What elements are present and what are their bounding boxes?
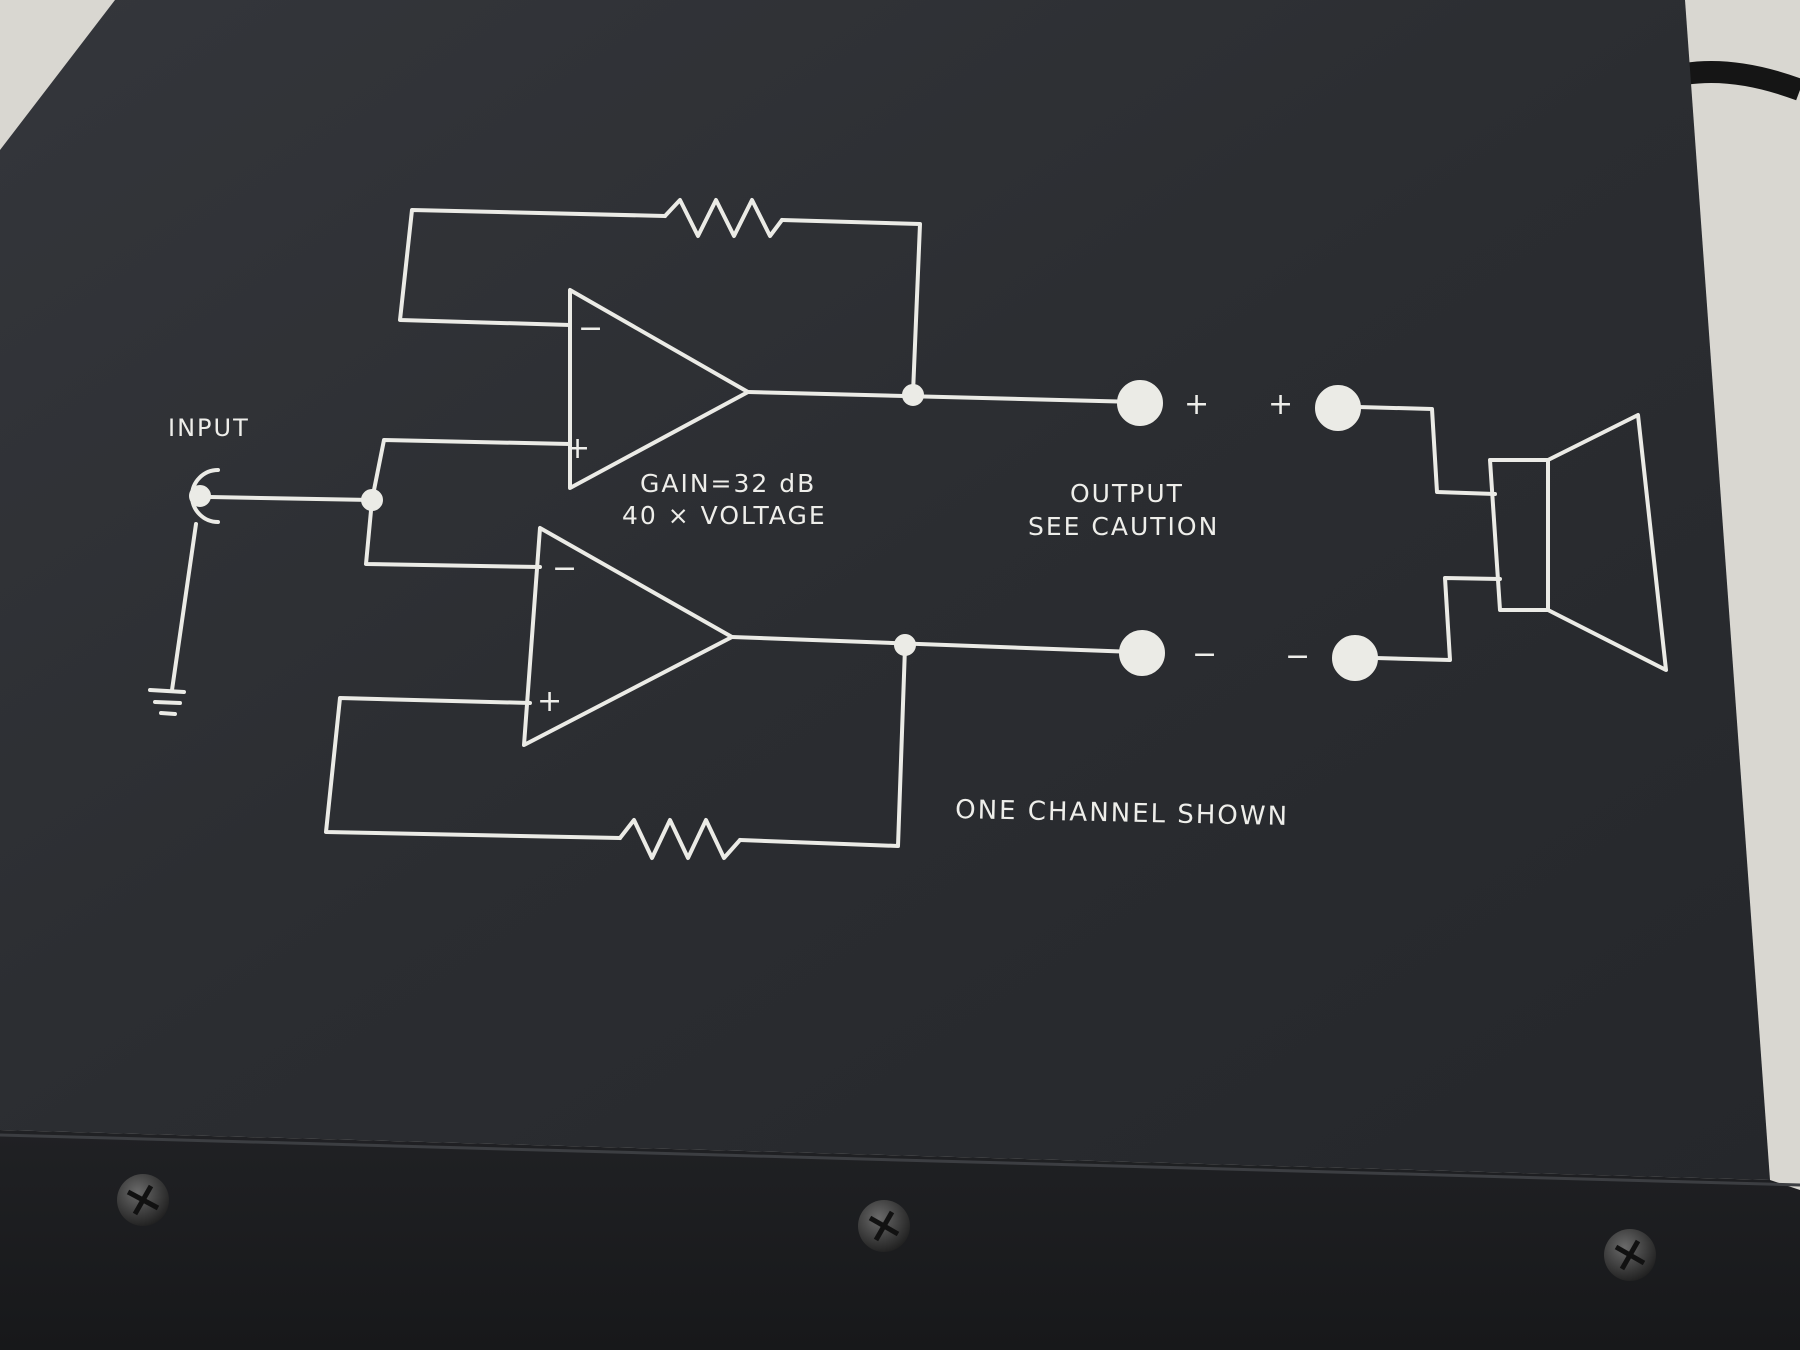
lower-output-wire [730, 635, 1137, 654]
lower-plus-marker: + [537, 684, 564, 719]
upper-feedback-wire-left [398, 208, 667, 327]
minus-sign-left: − [1192, 637, 1219, 672]
bridge-amplifier-schematic [148, 198, 1668, 860]
caution-label: SEE CAUTION [1028, 512, 1219, 541]
minus-sign-right: − [1285, 639, 1312, 674]
upper-noninverting-wire [370, 438, 572, 502]
upper-amplifier-icon [568, 288, 750, 490]
ground-icon [148, 688, 186, 716]
upper-feedback-resistor-icon [663, 198, 784, 238]
upper-minus-marker: − [578, 311, 605, 346]
lower-feedback-wire-right [738, 645, 907, 848]
input-wire [208, 495, 374, 502]
screw-middle [858, 1200, 910, 1252]
output-post-minus-amp [1119, 630, 1165, 676]
screw-right [1604, 1229, 1656, 1281]
speaker-icon [1488, 413, 1668, 672]
plus-sign-left: + [1184, 387, 1211, 422]
lower-feedback-wire-left [324, 696, 622, 840]
lower-feedback-resistor-icon [618, 818, 742, 860]
lower-output-junction [894, 634, 916, 656]
speaker-minus-wire [1374, 576, 1502, 662]
gain-label: GAIN=32 dB [640, 469, 816, 498]
chassis-top [0, 0, 1770, 1180]
upper-feedback-wire-right [780, 218, 922, 395]
ground-wire [170, 522, 198, 692]
channel-note: ONE CHANNEL SHOWN [955, 795, 1289, 832]
plus-sign-right: + [1268, 387, 1295, 422]
upper-plus-marker: + [565, 431, 592, 466]
output-post-plus-speaker [1315, 385, 1361, 431]
lower-inverting-wire [364, 498, 542, 569]
lower-amplifier-icon [522, 526, 734, 747]
lower-minus-marker: − [552, 551, 579, 586]
upper-output-wire [746, 390, 1140, 404]
speaker-plus-wire [1356, 405, 1497, 496]
output-label: OUTPUT [1070, 479, 1184, 508]
input-label: INPUT [168, 414, 250, 442]
voltage-label: 40 × VOLTAGE [622, 501, 827, 530]
output-post-plus-amp [1117, 380, 1163, 426]
chassis-edge [0, 1133, 1800, 1187]
screw-left [117, 1174, 169, 1226]
output-post-minus-speaker [1332, 635, 1378, 681]
upper-output-junction [902, 384, 924, 406]
